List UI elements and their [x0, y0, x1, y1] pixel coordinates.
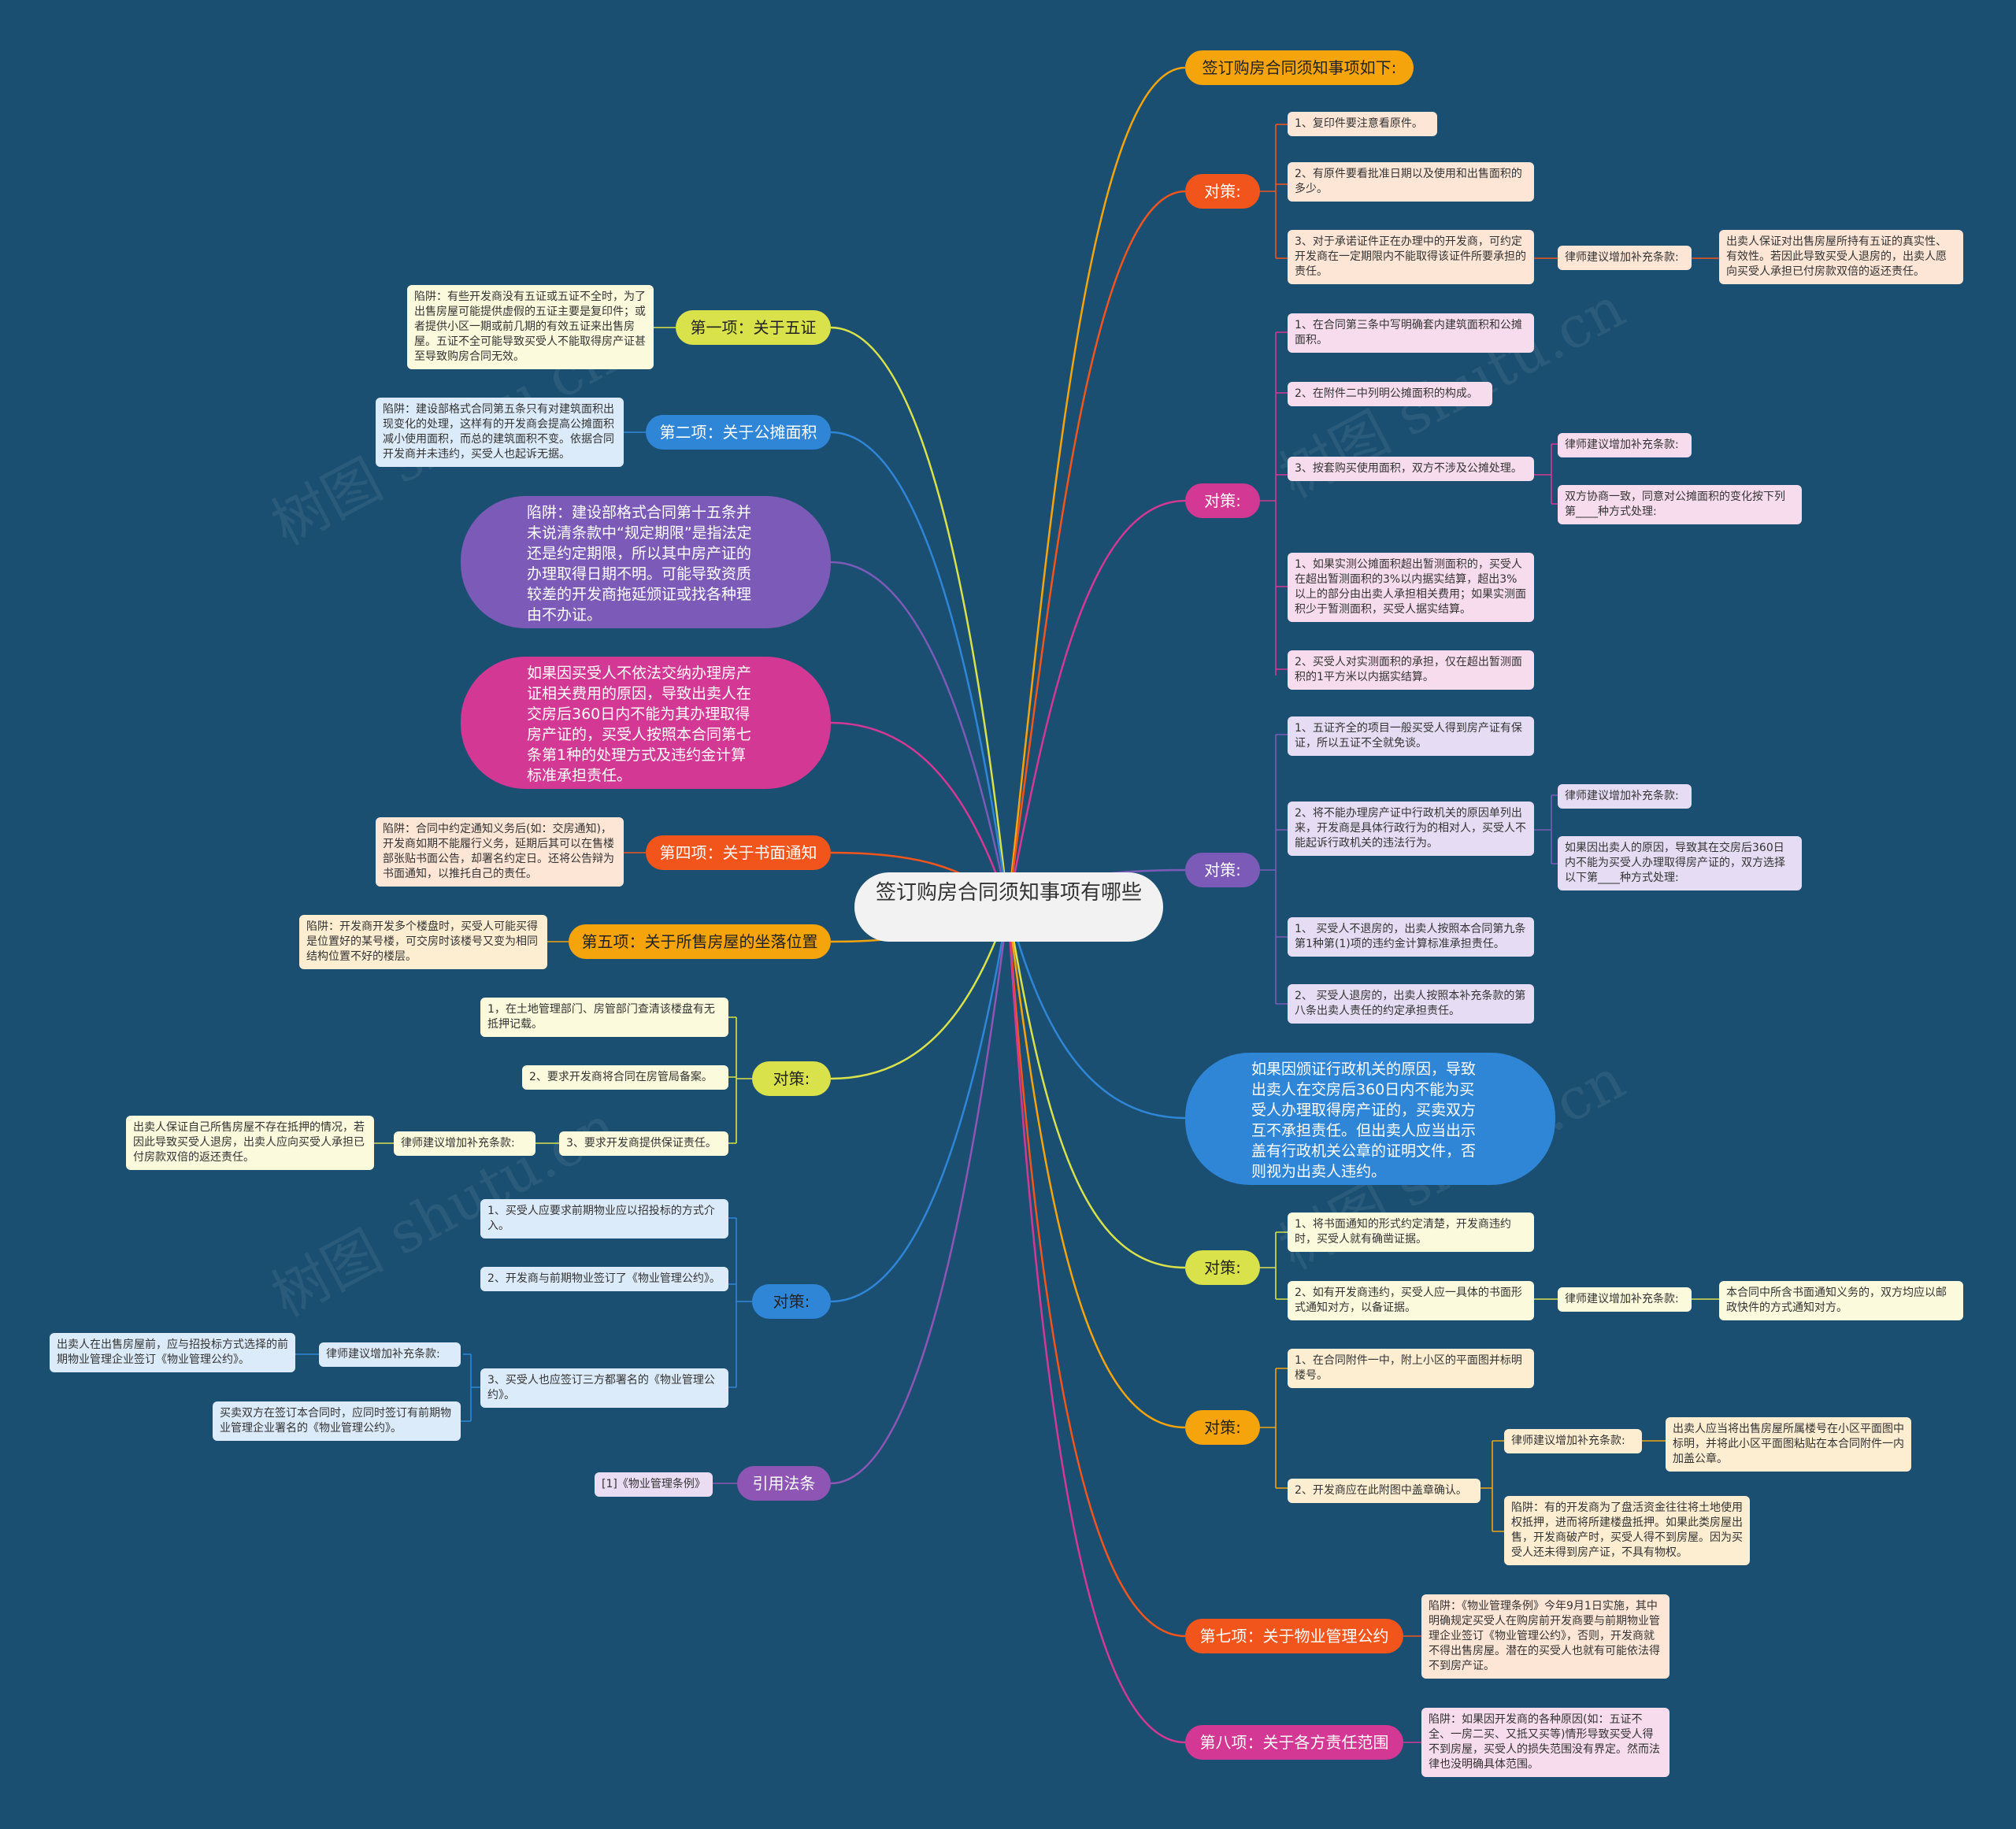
left-c1-item-2: 2、要求开发商将合同在房管局备案。: [522, 1065, 728, 1090]
link-right-s1: [1006, 190, 1186, 908]
link-left-c2: [830, 906, 1010, 1303]
left-c2-lawyer: 律师建议增加补充条款:: [319, 1342, 461, 1367]
right-s2-lawyer: 律师建议增加补充条款:: [1558, 433, 1692, 457]
link-left-t1: [830, 326, 1010, 908]
right-s2-item-1: 1、在合同第三条中写明确套内建筑面积和公摊面积。: [1288, 313, 1534, 353]
right-s2-item-2: 2、在附件二中列明公摊面积的构成。: [1288, 382, 1492, 406]
left-law-label[interactable]: 引用法条: [737, 1466, 831, 1501]
right-s1-item-2: 2、有原件要看批准日期以及使用和出售面积的多少。: [1288, 162, 1534, 202]
right-s4-lawyer-text: 本合同中所含书面通知义务的，双方均应以邮政快件的方式通知对方。: [1719, 1281, 1963, 1320]
left-c2-label[interactable]: 对策:: [752, 1284, 831, 1319]
right-s2-label[interactable]: 对策:: [1185, 483, 1260, 518]
right-s4-lawyer: 律师建议增加补充条款:: [1558, 1287, 1692, 1312]
right-s3-item-3: 1、 买受人不退房的，出卖人按照本合同第九条第1种第(1)项的违约金计算标准承担…: [1288, 917, 1534, 957]
right-s5-lawyer-text: 出卖人应当将出售房屋所属楼号在小区平面图中标明，并将此小区平面图粘贴在本合同附件…: [1666, 1417, 1911, 1472]
left-c2-lawyer-text-2: 买卖双方在签订本合同时，应同时签订有前期物业管理企业署名的《物业管理公约》。: [213, 1401, 461, 1441]
left-c1-lawyer: 律师建议增加补充条款:: [394, 1131, 536, 1156]
left-t1-label[interactable]: 第一项：关于五证: [676, 310, 831, 345]
left-t4-label[interactable]: 第四项：关于书面通知: [646, 835, 831, 870]
link-left-magenta: [830, 721, 1010, 908]
link-right-s5: [1006, 906, 1186, 1429]
left-purple-bubble: 陷阱：建设部格式合同第十五条并未说清条款中“规定期限”是指法定还是约定期限，所以…: [461, 496, 831, 628]
right-s3-lawyer-text: 如果因出卖人的原因，导致其在交房后360日内不能为买受人办理取得房产证的，双方选…: [1558, 836, 1802, 890]
left-c1-item-3: 3、要求开发商提供保证责任。: [559, 1131, 728, 1156]
left-c2-item-1: 1、买受人应要求前期物业应以招投标的方式介入。: [480, 1199, 728, 1238]
right-s4-item-2: 2、如有开发商违约，买受人应一具体的书面形式通知对方，以备证据。: [1288, 1281, 1534, 1320]
link-right-s4: [1006, 906, 1186, 1269]
right-s5-label[interactable]: 对策:: [1185, 1410, 1260, 1445]
left-c1-lawyer-text: 出卖人保证自己所售房屋不存在抵押的情况，若因此导致买受人退房，出卖人应向买受人承…: [126, 1116, 374, 1170]
left-t1-trap: 陷阱：有些开发商没有五证或五证不全时，为了出售房屋可能提供虚假的五证主要是复印件…: [407, 285, 654, 369]
right-s1-label[interactable]: 对策:: [1185, 174, 1260, 209]
right-blue-bubble: 如果因颁证行政机关的原因，导致出卖人在交房后360日内不能为买受人办理取得房产证…: [1185, 1053, 1555, 1185]
right-s3-item-4: 2、 买受人退房的，出卖人按照本补充条款的第八条出卖人责任的约定承担责任。: [1288, 984, 1534, 1024]
right-s7-trap: 陷阱：《物业管理条例》今年9月1日实施，其中明确规定买受人在购房前开发商要与前期…: [1421, 1594, 1670, 1679]
right-s5-item-2: 2、开发商应在此附图中盖章确认。: [1288, 1479, 1480, 1503]
left-t5-label[interactable]: 第五项：关于所售房屋的坐落位置: [569, 924, 831, 959]
right-s8-label[interactable]: 第八项：关于各方责任范围: [1185, 1725, 1403, 1760]
right-s3-label[interactable]: 对策:: [1185, 853, 1260, 887]
link-right-s7: [1006, 906, 1186, 1638]
left-law-item: [1]《物业管理条例》: [595, 1472, 713, 1497]
right-s2-item-4: 1、如果实测公摊面积超出暂测面积的，买受人在超出暂测面积的3%以内据实结算，超出…: [1288, 553, 1534, 622]
right-s5-lawyer: 律师建议增加补充条款:: [1504, 1429, 1642, 1453]
left-magenta-bubble: 如果因买受人不依法交纳办理房产证相关费用的原因，导致出卖人在交房后360日内不能…: [461, 657, 831, 789]
right-s5-trap: 陷阱：有的开发商为了盘活资金往往将土地使用权抵押，进而将所建楼盘抵押。如果此类房…: [1504, 1496, 1750, 1565]
left-c2-lawyer-text-1: 出卖人在出售房屋前，应与招投标方式选择的前期物业管理企业签订《物业管理公约》。: [50, 1333, 295, 1372]
link-right-blue: [1006, 906, 1186, 1120]
left-t2-trap: 陷阱：建设部格式合同第五条只有对建筑面积出现变化的处理，这样有的开发商会提高公摊…: [376, 398, 624, 467]
right-s3-item-1: 1、五证齐全的项目一般买受人得到房产证有保证，所以五证不全就免谈。: [1288, 716, 1534, 756]
right-s1-item-1: 1、复印件要注意看原件。: [1288, 112, 1437, 136]
link-left-t2: [830, 431, 1010, 908]
right-s3-lawyer: 律师建议增加补充条款:: [1558, 784, 1692, 809]
left-t2-label[interactable]: 第二项：关于公摊面积: [646, 415, 831, 450]
link-left-law: [830, 906, 1010, 1485]
right-s2-item-5: 2、买受人对实测面积的承担，仅在超出暂测面积的1平方米以内据实结算。: [1288, 650, 1534, 690]
link-left-purple: [830, 561, 1010, 908]
right-s2-item-3: 3、按套购买使用面积，双方不涉及公摊处理。: [1288, 457, 1534, 481]
intro-node[interactable]: 签订购房合同须知事项如下:: [1185, 50, 1414, 85]
right-s2-lawyer-text: 双方协商一致，同意对公摊面积的变化按下列第____种方式处理:: [1558, 485, 1802, 524]
right-s1-lawyer: 律师建议增加补充条款:: [1558, 246, 1692, 270]
right-s4-item-1: 1、将书面通知的形式约定清楚，开发商违约时，买受人就有确凿证据。: [1288, 1213, 1534, 1252]
left-c1-item-1: 1，在土地管理部门、房管部门查清该楼盘有无抵押记载。: [480, 998, 728, 1037]
link-right-s8: [1006, 906, 1186, 1744]
right-s1-item-3: 3、对于承诺证件正在办理中的开发商，可约定开发商在一定期限内不能取得该证件所要承…: [1288, 230, 1534, 284]
right-s5-item-1: 1、在合同附件一中，附上小区的平面图并标明楼号。: [1288, 1349, 1534, 1388]
right-s4-label[interactable]: 对策:: [1185, 1250, 1260, 1285]
root-topic[interactable]: 签订购房合同须知事项有哪些: [854, 872, 1163, 942]
right-s3-item-2: 2、将不能办理房产证中行政机关的原因单列出来，开发商是具体行政行为的相对人，买受…: [1288, 802, 1534, 856]
left-c2-item-3: 3、买受人也应签订三方都署名的《物业管理公约》。: [480, 1368, 728, 1408]
left-t5-trap: 陷阱：开发商开发多个楼盘时，买受人可能买得是位置好的某号楼，可交房时该楼号又变为…: [299, 915, 547, 969]
link-left-c1: [830, 906, 1010, 1080]
link-right-s2: [1006, 499, 1186, 908]
left-t4-trap: 陷阱：合同中约定通知义务后(如：交房通知)，开发商如期不能履行义务，延期后其可以…: [376, 817, 624, 887]
left-c2-item-2: 2、开发商与前期物业签订了《物业管理公约》。: [480, 1267, 728, 1291]
right-s7-label[interactable]: 第七项：关于物业管理公约: [1185, 1619, 1403, 1653]
right-s1-lawyer-text: 出卖人保证对出售房屋所持有五证的真实性、有效性。若因此导致买受人退房的，出卖人愿…: [1719, 230, 1963, 284]
link-intro: [1006, 66, 1186, 908]
right-s8-trap: 陷阱：如果因开发商的各种原因(如：五证不全、一房二买、又抵又买等)情形导致买受人…: [1421, 1708, 1670, 1777]
left-c1-label[interactable]: 对策:: [752, 1061, 831, 1096]
